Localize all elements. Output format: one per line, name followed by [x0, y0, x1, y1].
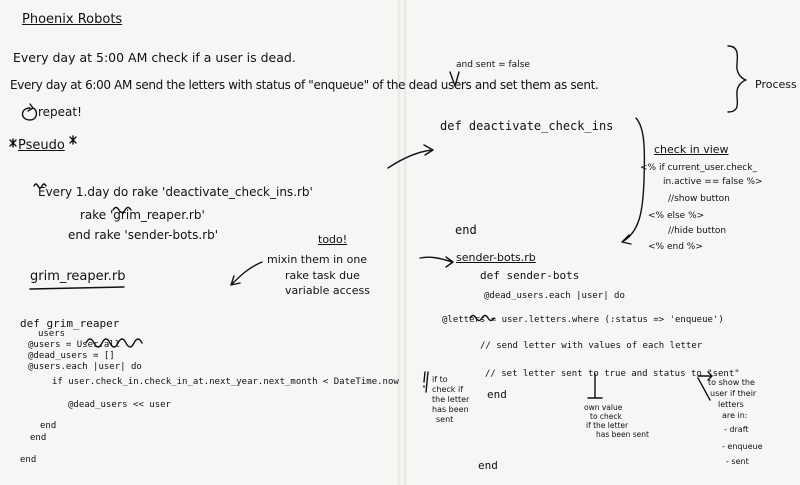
pseudo-every-day: Every 1.day do rake 'deactivate_check_in…	[38, 185, 313, 199]
todo-line: rake task due	[285, 269, 360, 282]
note-line: are in:	[722, 411, 748, 420]
code-line: end	[20, 455, 37, 465]
pseudo-heading: Pseudo	[18, 138, 65, 153]
insert-caret	[449, 71, 460, 87]
repeat-loop-icon	[21, 103, 38, 121]
note-arrow	[697, 371, 713, 381]
sender-bots-filename: sender-bots.rb	[456, 251, 536, 264]
def-deactivate: def deactivate_check_ins	[440, 119, 614, 133]
note-line: if the letter	[586, 421, 629, 430]
note-line: - sent	[726, 457, 749, 466]
note-line: letters	[718, 400, 744, 409]
asterisk-icon	[9, 138, 17, 148]
process-repeat: repeat!	[38, 105, 82, 119]
code-line: @users = User.all	[28, 340, 121, 350]
note-arrow	[425, 371, 429, 393]
code-line: @dead_users = []	[28, 351, 115, 361]
code-line: // send letter with values of each lette…	[480, 341, 703, 351]
underline	[29, 286, 125, 290]
page-fold	[398, 0, 406, 485]
check-in-view-line: //hide button	[668, 226, 727, 236]
code-line: end	[30, 433, 47, 443]
note-line: to show the	[708, 378, 755, 387]
note-line: sent	[436, 415, 454, 424]
check-in-view-line: in.active == false %>	[663, 177, 763, 187]
check-in-view-line: <% if current_user.check_	[640, 163, 757, 173]
strikeout-scribble	[112, 206, 132, 214]
note-arrow	[697, 377, 711, 401]
note-line: user if their	[710, 389, 757, 398]
note-line: - enqueue	[722, 442, 763, 451]
note-pointer	[587, 373, 603, 399]
check-in-view-title: check in view	[654, 143, 729, 156]
code-line: def sender-bots	[480, 269, 580, 282]
code-line: @dead_users << user	[68, 400, 171, 410]
check-in-view-line: <% end %>	[648, 242, 703, 252]
grim-reaper-filename: grim_reaper.rb	[30, 269, 126, 284]
note-line: to check	[590, 412, 622, 421]
arrow-to-deactivate	[387, 144, 434, 169]
todo-title: todo!	[318, 233, 348, 246]
code-line: end	[40, 421, 57, 431]
process-label: Process	[755, 78, 797, 91]
note-line: - draft	[724, 425, 749, 434]
strikeout-scribble	[33, 183, 47, 189]
code-line: @users.each |user| do	[28, 362, 142, 372]
pseudo-rake-sender: end rake 'sender-bots.rb'	[68, 228, 219, 242]
check-in-view-line: //show button	[668, 194, 730, 204]
process-brace	[727, 45, 747, 113]
strikeout-scribble	[469, 314, 495, 322]
note-line: has been sent	[596, 430, 649, 439]
page-title: Phoenix Robots	[22, 12, 123, 27]
code-line: def grim_reaper	[20, 317, 120, 330]
process-line-2: Every day at 6:00 AM send the letters wi…	[10, 78, 599, 92]
note-line: the letter	[432, 395, 470, 404]
process-line-1: Every day at 5:00 AM check if a user is …	[13, 50, 296, 65]
code-line: end	[478, 459, 498, 472]
code-line: if user.check_in.check_in_at.next_year.n…	[52, 377, 399, 387]
arrow-to-grim-reaper	[230, 261, 263, 286]
def-deactivate-end: end	[455, 223, 477, 237]
code-line: users	[38, 329, 66, 339]
check-in-view-line: <% else %>	[648, 211, 705, 221]
arrow-to-sender-bots	[419, 256, 454, 268]
exclamation-icon	[423, 371, 426, 388]
note-line: has been	[432, 405, 469, 414]
check-in-view-bracket	[621, 117, 646, 245]
code-line: @dead_users.each |user| do	[484, 291, 625, 301]
code-line: @letters = user.letters.where (:status =…	[442, 315, 724, 325]
code-line: // set letter sent to true and status to…	[485, 369, 740, 379]
todo-line: variable access	[285, 284, 370, 297]
strikeout-scribble	[85, 338, 143, 348]
process-insert: and sent = false	[456, 60, 530, 70]
code-line: end	[487, 388, 507, 401]
note-line: check if	[432, 385, 464, 394]
note-line: if to	[432, 375, 448, 384]
pseudo-rake-grim: rake 'grim_reaper.rb'	[80, 208, 205, 222]
asterisk-icon	[69, 135, 77, 145]
todo-line: mixin them in one	[267, 253, 368, 266]
note-line: own value	[584, 403, 623, 412]
